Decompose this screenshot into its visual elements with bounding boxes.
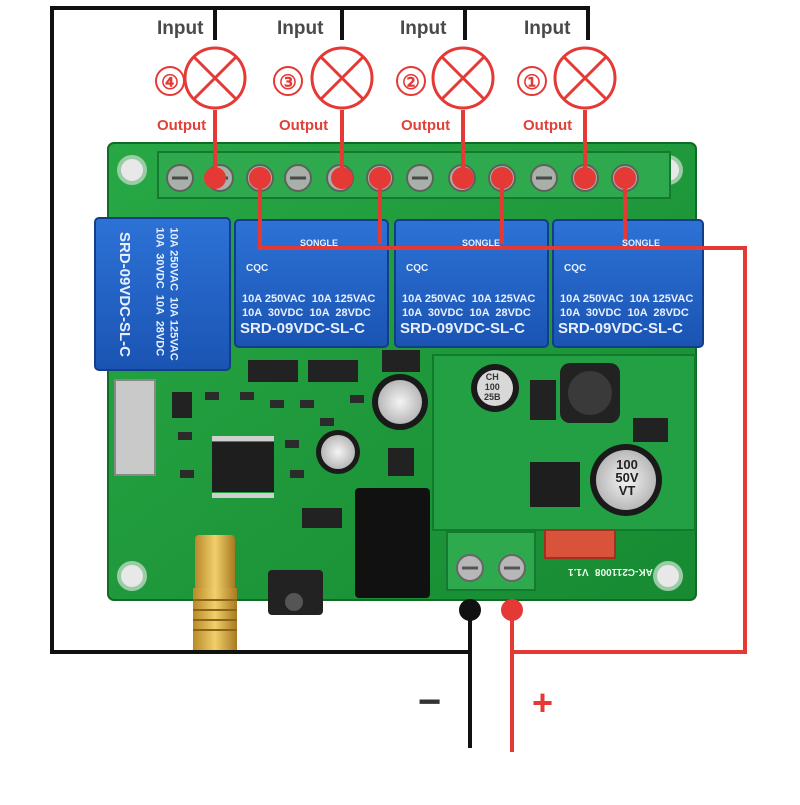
relay-2-model: SRD-09VDC-SL-C (240, 320, 366, 337)
lamp-1 (553, 46, 617, 110)
relay-3-model: SRD-09VDC-SL-C (400, 320, 526, 337)
lamps (183, 46, 617, 110)
terminal-connection-dot (204, 167, 226, 189)
relay-4 (552, 219, 704, 348)
relay-2-cert: CQC (246, 263, 269, 274)
input-label-3: Input (277, 18, 324, 39)
black-wire-loop (50, 6, 590, 748)
antenna-elbow (195, 535, 235, 590)
relay-3 (394, 219, 549, 348)
relay-1-ratings: 10A 250VAC 10A 125VAC 10A 30VDC 10A 28VD… (153, 227, 180, 361)
relay-3-brand: SONGLE (462, 238, 501, 248)
audio-jack-hole (285, 593, 303, 611)
relay-1 (94, 217, 231, 371)
minus-sign: − (418, 680, 442, 724)
board-name: AK-C211008 (595, 566, 653, 577)
terminal-connection-dot (369, 167, 391, 189)
input-label-1: Input (524, 18, 571, 39)
relay-3-cert: CQC (406, 263, 429, 274)
relay-4-ratings: 10A 250VAC 10A 125VAC 10A 30VDC 10A 28VD… (560, 293, 694, 319)
lamp-2 (431, 46, 495, 110)
output-label-2: Output (401, 117, 451, 134)
header-2 (308, 360, 358, 382)
relay-1-model: SRD-09VDC-SL-C (116, 231, 134, 358)
dc-jack (355, 488, 430, 598)
capacitor-label: 100 50V VT (612, 458, 642, 497)
fuse (544, 529, 616, 559)
lamp-4 (183, 46, 247, 110)
inductor-label: CH 100 25B (484, 372, 501, 402)
lamp-3 (310, 46, 374, 110)
relay-4-brand: SONGLE (622, 238, 661, 248)
terminal-connection-dot (574, 167, 596, 189)
number-label-2: ② (396, 66, 426, 96)
terminal-connection-dot (491, 167, 513, 189)
relay-4-cert: CQC (564, 263, 587, 274)
buck-ic (530, 462, 580, 507)
capacitor-value: 100 (616, 457, 638, 472)
terminal-connection-dot (249, 167, 271, 189)
output-label-4: Output (157, 117, 207, 134)
board-version: V1.1 (568, 566, 589, 577)
header-1 (248, 360, 298, 382)
relay-2-brand: SONGLE (300, 238, 339, 248)
relay-1-text: SRD-09VDC-SL-C 10A 250VAC 10A 125VAC 10A… (100, 222, 225, 367)
plus-sign: + (532, 682, 554, 723)
relay-4-model: SRD-09VDC-SL-C (558, 320, 684, 337)
lamp-output-wires (213, 110, 587, 178)
transistor (172, 392, 192, 418)
capacitor-voltage: 50V (615, 470, 639, 485)
header-3 (382, 350, 420, 372)
relay-2-ratings: 10A 250VAC 10A 125VAC 10A 30VDC 10A 28VD… (242, 293, 376, 319)
terminal-connection-dot (331, 167, 353, 189)
crystal-module (114, 379, 156, 476)
audio-jack (268, 570, 323, 615)
number-label-1: ① (517, 66, 547, 96)
number-label-3: ③ (273, 66, 303, 96)
capacitor-series: VT (618, 483, 636, 498)
decoder-chip (212, 442, 274, 492)
electronics-area (114, 350, 696, 650)
relay-2 (234, 219, 389, 348)
regulator (388, 448, 414, 476)
terminal-connection-dot (452, 167, 474, 189)
input-label-2: Input (400, 18, 447, 39)
number-label-4: ④ (155, 66, 185, 96)
jumper (302, 508, 342, 528)
power-wires (459, 599, 523, 650)
output-label-1: Output (523, 117, 573, 134)
terminal-connection-dot (614, 167, 636, 189)
terminal-dots (204, 167, 636, 189)
output-label-3: Output (279, 117, 329, 134)
input-label-4: Input (157, 18, 204, 39)
relay-3-ratings: 10A 250VAC 10A 125VAC 10A 30VDC 10A 28VD… (402, 293, 536, 319)
